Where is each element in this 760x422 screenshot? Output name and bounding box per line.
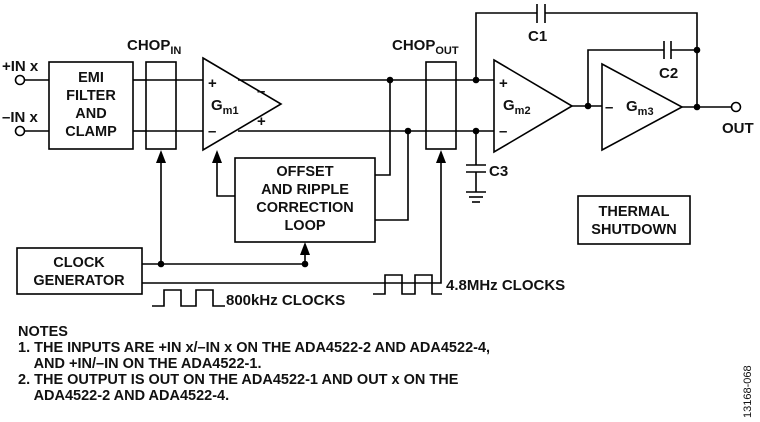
emi-line3: AND	[75, 106, 106, 122]
fast-clock-label: 4.8MHz CLOCKS	[446, 277, 565, 294]
chop-in-clock-arrow	[156, 150, 166, 163]
clock-line2: GENERATOR	[33, 273, 125, 289]
clock-to-chop-in	[142, 162, 162, 265]
slow-clock-label: 800kHz CLOCKS	[226, 292, 345, 309]
plus-input-label: +IN x	[2, 58, 39, 75]
chop-out-label: CHOPOUT	[392, 37, 459, 57]
gm2-plus-sign: +	[499, 75, 508, 92]
gm1-out-minus-sign: –	[257, 83, 265, 100]
gm2-label: Gm2	[503, 97, 531, 117]
c1-wire-right	[545, 12, 698, 107]
c2-label: C2	[659, 65, 678, 82]
gm3-minus-sign: –	[605, 99, 613, 116]
emi-filter-block	[48, 61, 134, 150]
c1-label: C1	[528, 28, 547, 45]
offset-line1: OFFSET	[276, 164, 333, 180]
gm1-minus-sign: –	[208, 123, 216, 140]
minus-input-label: –IN x	[2, 109, 39, 126]
clock-to-offset-loop	[161, 254, 306, 265]
notes-section: NOTES 1. THE INPUTS ARE +IN x/–IN x ON T…	[18, 324, 490, 404]
c1-wire-left	[475, 12, 537, 80]
loop-to-gm1-arrow	[212, 150, 222, 163]
chop-in-switch	[145, 61, 177, 150]
loop-to-gm1	[216, 162, 235, 197]
offset-line4: LOOP	[284, 218, 325, 234]
note1-line1: 1. THE INPUTS ARE +IN x/–IN x ON THE ADA…	[18, 340, 491, 356]
note1-line2: AND +IN/–IN ON THE ADA4522-1.	[18, 356, 262, 372]
note2-line1: 2. THE OUTPUT IS OUT ON THE ADA4522-1 AN…	[18, 372, 459, 388]
offset-ripple-block	[234, 157, 376, 243]
gm2-amplifier	[493, 58, 574, 154]
c3-label: C3	[489, 163, 508, 180]
gm1-out-plus-sign: +	[257, 113, 266, 130]
offset-line2: AND RIPPLE	[261, 182, 349, 198]
thermal-shutdown-block	[577, 195, 691, 245]
minus-input-pin	[14, 125, 26, 137]
clock-loop-dot	[301, 260, 309, 268]
clock-to-chop-out	[142, 162, 442, 284]
gm1-label: Gm1	[211, 97, 239, 117]
gm1-amplifier	[202, 56, 283, 152]
clock-line1: CLOCK	[53, 255, 105, 271]
output-node-dot	[693, 103, 701, 111]
plus-input-pin	[14, 74, 26, 86]
note2-line2: ADA4522-2 AND ADA4522-4.	[18, 388, 230, 404]
figure-id: 13168-068	[742, 365, 754, 418]
output-label: OUT	[722, 120, 754, 137]
thermal-line1: THERMAL	[599, 204, 670, 220]
slow-clock-waveform	[152, 289, 225, 307]
gm1-plus-sign: +	[208, 75, 217, 92]
chop-out-clock-arrow	[436, 150, 446, 163]
emi-line4: CLAMP	[65, 124, 117, 140]
offset-loop-clock-arrow	[300, 242, 310, 255]
c2-node-dot	[693, 46, 701, 54]
gm2-minus-sign: –	[499, 123, 507, 140]
notes-title: NOTES	[18, 324, 68, 340]
gm3-amplifier	[601, 62, 684, 152]
fast-clock-waveform	[373, 274, 442, 295]
emi-line1: EMI	[78, 70, 104, 86]
emi-line2: FILTER	[66, 88, 116, 104]
c2-wire-left	[587, 49, 664, 106]
offset-line3: CORRECTION	[256, 200, 353, 216]
loop-tap-top	[375, 80, 391, 176]
clock-generator-block	[16, 247, 143, 295]
loop-tap-bottom	[375, 131, 409, 221]
chop-in-label: CHOPIN	[127, 37, 181, 57]
gm3-label: Gm3	[626, 98, 654, 118]
thermal-line2: SHUTDOWN	[591, 222, 676, 238]
chop-out-switch	[425, 61, 457, 150]
output-pin	[730, 101, 742, 113]
